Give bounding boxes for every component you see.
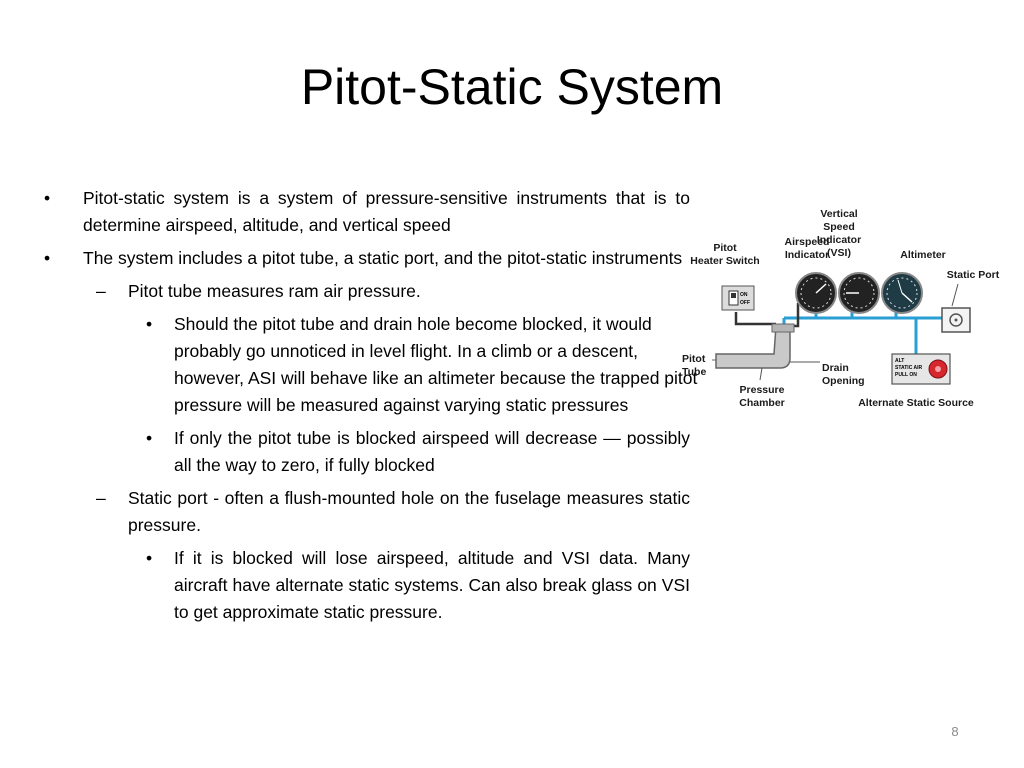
bullet-marker: • [44, 248, 51, 268]
switch-lever [731, 293, 736, 298]
bullet-item: • If it is blocked will lose airspeed, a… [144, 545, 690, 626]
pitot-tube [712, 323, 820, 381]
diagram-svg: ON OFF [682, 208, 1000, 409]
alternate-static-source: ALT STATIC AIR PULL ON [891, 353, 951, 385]
pressure-chamber-label-1: Pressure [740, 384, 785, 396]
vsi-label-4: (VSI) [827, 247, 851, 259]
vsi-gauge [838, 272, 880, 314]
pitot-tube-label-2: Tube [682, 366, 706, 378]
bullet-marker: • [146, 314, 153, 334]
bullet-text: If it is blocked will lose airspeed, alt… [174, 548, 690, 622]
heater-switch-label-2: Heater Switch [690, 255, 759, 267]
heater-wire [734, 312, 776, 326]
altimeter-label: Altimeter [900, 249, 946, 261]
alternate-static-label: Alternate Static Source [858, 397, 974, 409]
pitot-heater-switch: ON OFF [721, 285, 755, 311]
bullet-text: Pitot tube measures ram air pressure. [128, 281, 421, 301]
bullet-text: Static port - often a flush-mounted hole… [128, 488, 690, 535]
bullet-item: – Static port - often a flush-mounted ho… [96, 485, 690, 539]
drain-label-1: Drain [822, 362, 849, 374]
pressure-chamber-label-2: Chamber [739, 397, 785, 409]
drain-label-2: Opening [822, 375, 865, 387]
bullet-item: – Pitot tube measures ram air pressure. [96, 278, 690, 305]
bullet-marker: – [96, 281, 106, 301]
bullet-item: • The system includes a pitot tube, a st… [40, 245, 690, 272]
heater-switch-label-1: Pitot [713, 242, 737, 254]
bullet-marker: • [146, 548, 153, 568]
asi-label-1: Airspeed [785, 236, 830, 248]
bullet-text: Should the pitot tube and drain hole bec… [174, 314, 698, 415]
bullet-item: • Should the pitot tube and drain hole b… [144, 311, 699, 419]
vsi-label-3: Indicator [817, 234, 861, 246]
alt-label-1: ALT [895, 358, 904, 364]
airspeed-indicator-gauge [795, 272, 837, 314]
asi-label-2: Indicator [785, 249, 829, 261]
alt-label-3: PULL ON [895, 372, 917, 378]
pitot-static-diagram: ON OFF [676, 200, 1008, 422]
bullet-text: If only the pitot tube is blocked airspe… [174, 428, 690, 475]
pitot-line [784, 303, 800, 328]
switch-off-label: OFF [740, 300, 750, 306]
bullet-text: Pitot-static system is a system of press… [83, 188, 690, 235]
bullet-marker: • [44, 188, 51, 208]
bullet-list: • Pitot-static system is a system of pre… [40, 185, 697, 632]
pitot-tube-label-1: Pitot [682, 353, 706, 365]
altimeter-gauge [881, 272, 923, 314]
alt-label-2: STATIC AIR [895, 365, 923, 371]
page-number: 8 [951, 724, 959, 739]
vsi-label-1: Vertical [820, 208, 857, 220]
slide-title: Pitot-Static System [300, 59, 724, 115]
static-port [941, 283, 971, 333]
bullet-marker: – [96, 488, 106, 508]
bullet-item: • Pitot-static system is a system of pre… [40, 185, 690, 239]
bullet-text: The system includes a pitot tube, a stat… [83, 248, 683, 268]
switch-on-label: ON [740, 292, 748, 298]
static-port-label: Static Port [947, 269, 1000, 281]
vsi-label-2: Speed [823, 221, 855, 233]
bullet-item: • If only the pitot tube is blocked airs… [144, 425, 690, 479]
bullet-marker: • [146, 428, 153, 448]
